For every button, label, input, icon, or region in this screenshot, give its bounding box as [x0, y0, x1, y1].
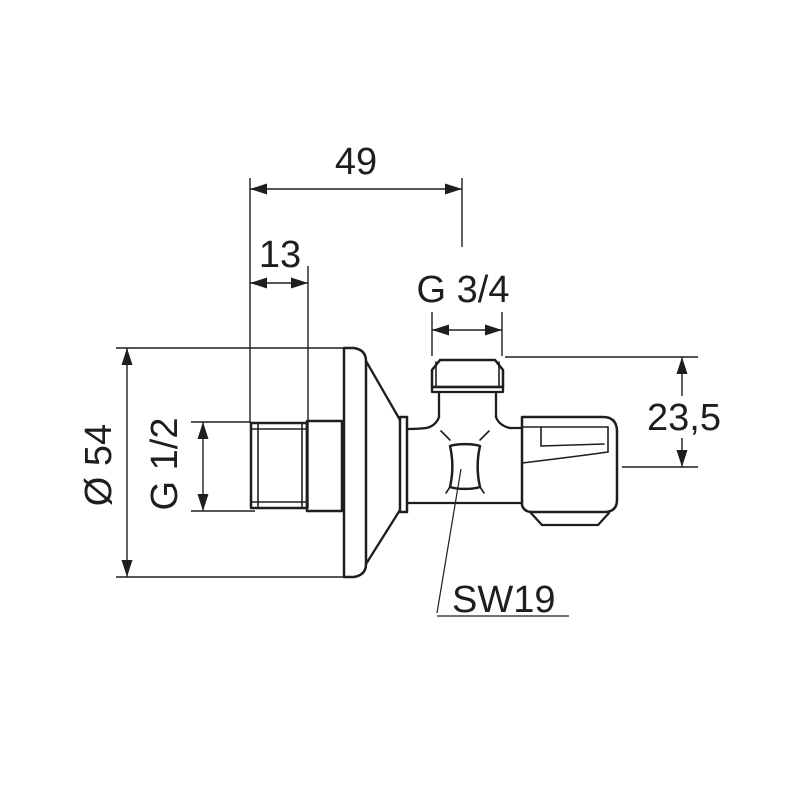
dim-13: 13	[250, 234, 309, 508]
dim-dia54-label: Ø 54	[78, 424, 120, 506]
dim-g34-label: G 3/4	[417, 269, 510, 311]
dim-13-arrow-right	[291, 277, 308, 289]
dim-g12-arrow-top	[197, 422, 209, 439]
dim-g34-arrow-right	[485, 324, 502, 336]
dim-g34-arrow-left	[432, 324, 449, 336]
wall-thread-block	[249, 421, 309, 510]
dim-235: 23,5	[505, 356, 721, 468]
dimensions: 49 13 G 3/4 Ø 54	[78, 141, 721, 621]
valve-drawing	[249, 346, 619, 579]
dim-49-arrow-right	[445, 183, 462, 195]
callout-sw19: SW19	[436, 468, 569, 621]
dim-235-arrow-bottom	[676, 450, 688, 467]
dim-g12-arrow-bottom	[197, 494, 209, 511]
dim-dia54-arrow-bottom	[121, 560, 133, 577]
seat-edge-left	[440, 430, 451, 441]
nut-hex-facet-line	[521, 451, 609, 464]
flange-disc	[342, 346, 368, 579]
outlet-flare-left	[424, 415, 441, 430]
spindle	[445, 442, 485, 494]
nut-outline	[520, 415, 619, 514]
dim-dia54-arrow-top	[121, 348, 133, 365]
dim-g12: G 1/2	[144, 418, 255, 512]
outlet-cap-inner-lines	[435, 361, 500, 387]
top-outlet	[424, 358, 512, 441]
dim-13-label: 13	[259, 234, 301, 276]
dim-49: 49	[249, 141, 463, 423]
flange-cone-lower-edge	[364, 508, 402, 566]
seat-edge-right	[479, 430, 490, 441]
spindle-body	[448, 442, 482, 491]
outlet-thread-cap	[430, 358, 505, 389]
compression-nut	[520, 415, 619, 527]
neck-cylinder	[305, 419, 344, 513]
outlet-flare-right	[494, 415, 512, 430]
dim-49-label: 49	[335, 141, 377, 183]
dim-g34: G 3/4	[417, 269, 510, 356]
dim-g12-label: G 1/2	[144, 418, 186, 511]
sw19-leader-line	[436, 468, 462, 614]
nut-bottom-facet	[528, 510, 611, 527]
dim-13-arrow-left	[250, 277, 267, 289]
flange-cone-upper-edge	[364, 359, 402, 422]
body-top-edge-left	[405, 426, 428, 431]
dim-235-label: 23,5	[647, 397, 721, 439]
dim-dia54: Ø 54	[78, 347, 345, 578]
outlet-cap-collar	[430, 385, 505, 394]
flange-neck-ring	[398, 415, 409, 514]
wall-flange	[342, 346, 409, 579]
dim-49-arrow-left	[250, 183, 267, 195]
nut-slot-bottom-line	[540, 443, 605, 447]
spindle-feet	[445, 486, 485, 494]
dim-235-arrow-top	[676, 357, 688, 374]
wall-thread-outline	[249, 421, 309, 510]
sw19-label: SW19	[452, 579, 555, 621]
